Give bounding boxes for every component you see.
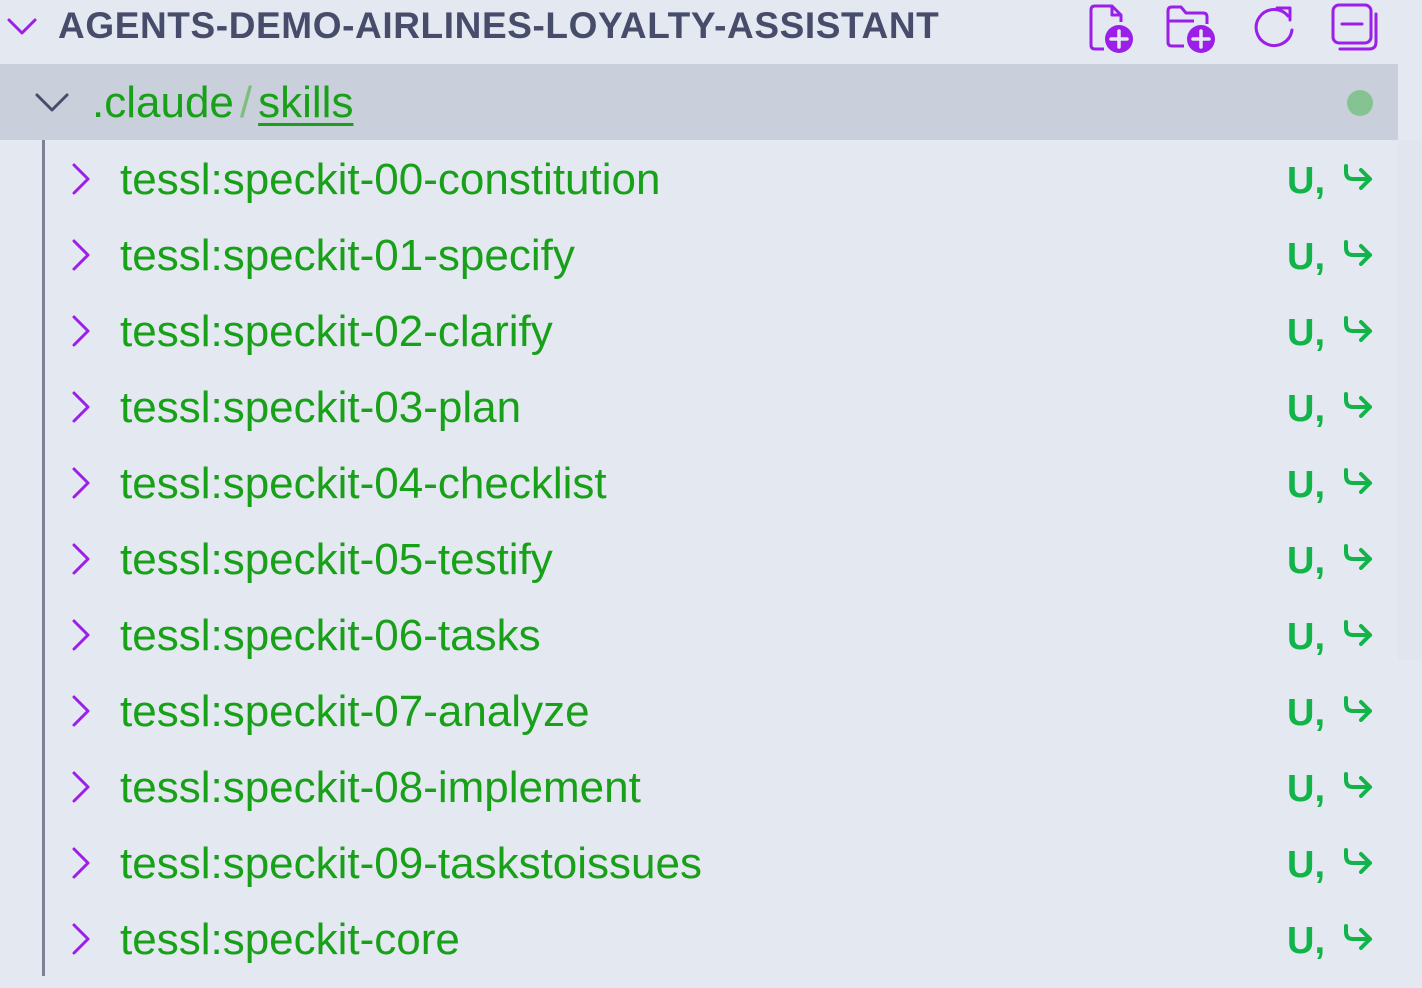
tree-item-label[interactable]: tessl:speckit-02-clarify [120,307,553,356]
symlink-arrow-icon [1344,468,1372,494]
tree-item-label[interactable]: tessl:speckit-05-testify [120,535,553,584]
path-separator: / [239,78,253,127]
tree-item[interactable]: tessl:speckit-05-testify U, [0,522,1398,598]
chevron-right-icon[interactable] [66,160,96,198]
git-status-badge: U, [1287,236,1325,278]
chevron-right-icon[interactable] [66,236,96,274]
symlink-arrow-icon [1344,772,1372,798]
chevron-right-icon[interactable] [66,920,96,958]
git-status-badge: U, [1287,464,1325,506]
tree-item[interactable]: tessl:speckit-07-analyze U, [0,674,1398,750]
folder-row-claude-skills[interactable]: .claude/skills [0,64,1398,140]
chevron-down-icon[interactable] [32,82,72,122]
git-status-badge: U, [1287,160,1325,202]
chevron-right-icon[interactable] [66,844,96,882]
git-status-badge: U, [1287,388,1325,430]
symlink-arrow-icon [1344,696,1372,722]
folder-parent[interactable]: .claude [92,78,234,127]
scrollbar[interactable] [1398,140,1422,660]
symlink-arrow-icon [1344,316,1372,342]
symlink-arrow-icon [1344,620,1372,646]
tree-item[interactable]: tessl:speckit-02-clarify U, [0,294,1398,370]
chevron-right-icon[interactable] [66,768,96,806]
git-status-badge: U, [1287,540,1325,582]
symlink-arrow-icon [1344,544,1372,570]
chevron-right-icon[interactable] [66,464,96,502]
folder-name[interactable]: skills [258,78,354,127]
skills-tree: tessl:speckit-00-constitution U, tessl:s… [0,142,1398,978]
refresh-icon[interactable] [1248,2,1302,54]
collapse-all-icon[interactable] [1328,2,1382,54]
chevron-right-icon[interactable] [66,692,96,730]
tree-item[interactable]: tessl:speckit-01-specify U, [0,218,1398,294]
symlink-arrow-icon [1344,848,1372,874]
tree-item-label[interactable]: tessl:speckit-06-tasks [120,611,541,660]
tree-item-label[interactable]: tessl:speckit-00-constitution [120,155,661,204]
tree-item[interactable]: tessl:speckit-06-tasks U, [0,598,1398,674]
symlink-arrow-icon [1344,240,1372,266]
tree-item-label[interactable]: tessl:speckit-09-taskstoissues [120,839,702,888]
tree-item-label[interactable]: tessl:speckit-08-implement [120,763,641,812]
file-plus-icon[interactable] [1086,2,1140,54]
tree-item[interactable]: tessl:speckit-08-implement U, [0,750,1398,826]
symlink-arrow-icon [1344,924,1372,950]
workspace-title[interactable]: AGENTS-DEMO-AIRLINES-LOYALTY-ASSISTANT [58,5,940,46]
tree-item-label[interactable]: tessl:speckit-core [120,915,460,964]
indent-guide [42,140,45,976]
git-status-badge: U, [1287,768,1325,810]
chevron-right-icon[interactable] [66,540,96,578]
tree-item-label[interactable]: tessl:speckit-04-checklist [120,459,607,508]
tree-item-label[interactable]: tessl:speckit-07-analyze [120,687,590,736]
tree-item[interactable]: tessl:speckit-03-plan U, [0,370,1398,446]
chevron-right-icon[interactable] [66,312,96,350]
tree-item[interactable]: tessl:speckit-00-constitution U, [0,142,1398,218]
chevron-right-icon[interactable] [66,616,96,654]
tree-item-label[interactable]: tessl:speckit-03-plan [120,383,522,432]
git-status-badge: U, [1287,616,1325,658]
chevron-right-icon[interactable] [66,388,96,426]
git-status-badge: U, [1287,692,1325,734]
git-status-badge: U, [1287,920,1325,962]
symlink-arrow-icon [1344,164,1372,190]
tree-item-label[interactable]: tessl:speckit-01-specify [120,231,575,280]
tree-item[interactable]: tessl:speckit-04-checklist U, [0,446,1398,522]
explorer-header[interactable]: AGENTS-DEMO-AIRLINES-LOYALTY-ASSISTANT [0,0,1422,64]
git-status-badge: U, [1287,844,1325,886]
tree-item[interactable]: tessl:speckit-09-taskstoissues U, [0,826,1398,902]
git-status-badge: U, [1287,312,1325,354]
tree-item[interactable]: tessl:speckit-core U, [0,902,1398,978]
folder-plus-icon[interactable] [1164,2,1218,54]
folder-path: .claude/skills [92,78,353,128]
modified-dot-icon [1347,90,1373,116]
chevron-down-icon[interactable] [4,8,40,44]
symlink-arrow-icon [1344,392,1372,418]
